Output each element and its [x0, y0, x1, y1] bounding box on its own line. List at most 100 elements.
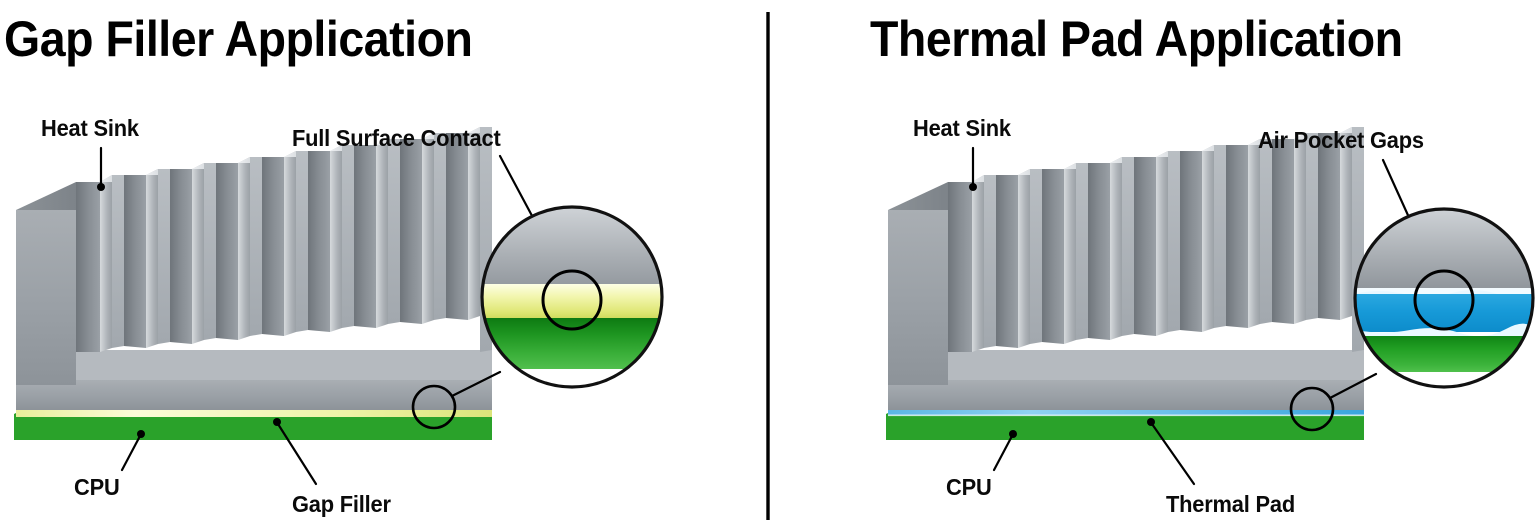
magnifier-left: [480, 205, 664, 389]
heatsink-baseplate-top: [16, 350, 492, 380]
label-cpu-left: CPU: [74, 474, 120, 500]
zoom-gap-filler-layer: [482, 284, 662, 320]
fin-face: [388, 139, 400, 324]
label-thermal-pad: Thermal Pad: [1166, 491, 1295, 517]
fin-side: [1340, 127, 1352, 320]
fin-side: [1018, 169, 1030, 348]
fin-face: [342, 145, 354, 328]
heat-sink-right: [888, 127, 1364, 385]
fin-face: [984, 175, 996, 348]
fin-side: [100, 175, 112, 352]
zoom-air-gap-upper: [1355, 288, 1533, 294]
label-air-pocket-gaps: Air Pocket Gaps: [1258, 127, 1424, 153]
fin-channel: [216, 163, 238, 340]
gap-filler-front-band: [16, 408, 492, 417]
fin-side: [284, 151, 296, 336]
fin-face: [1306, 133, 1318, 320]
heatsink-front-slab: [888, 210, 948, 385]
fin-channel: [446, 133, 468, 320]
label-cpu-right: CPU: [946, 474, 992, 500]
heatsink-baseplate-front: [16, 380, 492, 410]
heatsink-baseplate-top: [888, 350, 1364, 380]
panel-title-gap-filler: Gap Filler Application: [4, 11, 472, 67]
fin-face: [434, 133, 446, 320]
callout-connector-right: [1328, 372, 1378, 400]
leader-dot-heat-sink-left: [97, 183, 105, 191]
fin-face: [204, 163, 216, 340]
fin-side: [1294, 133, 1306, 324]
fin-side: [146, 169, 158, 348]
gap-filler-base-stack: [14, 350, 492, 440]
label-gap-filler: Gap Filler: [292, 491, 391, 517]
thermal-pad-front-band: [888, 409, 1364, 415]
fin-side: [1202, 145, 1214, 332]
leader-cpu-right: [992, 434, 1014, 472]
fin-side: [330, 145, 342, 332]
leader-thermal-pad: [1150, 422, 1196, 486]
fin-channel: [308, 151, 330, 332]
fin-channel: [1134, 157, 1156, 336]
fin-side: [238, 157, 250, 340]
leader-dot-cpu-right: [1009, 430, 1017, 438]
heatsink-fin-group: [76, 127, 492, 352]
fin-channel: [1226, 145, 1248, 328]
fin-face: [158, 169, 170, 344]
magnifier-ring-left: [480, 205, 664, 389]
magnifier-ring-right: [1353, 207, 1535, 389]
panel-thermal-pad: Thermal Pad Application: [870, 11, 1535, 517]
fin-face: [250, 157, 262, 336]
heat-sink-left: [16, 127, 492, 385]
fin-channel: [1042, 169, 1064, 344]
fin-channel: [1318, 133, 1340, 320]
fin-channel: [76, 182, 100, 352]
fin-side: [468, 127, 480, 320]
label-full-surface-contact: Full Surface Contact: [292, 125, 501, 151]
heatsink-baseplate-front: [888, 380, 1364, 410]
fin-channel: [996, 175, 1018, 348]
heatsink-front-slab: [16, 210, 76, 385]
fin-channel: [1180, 151, 1202, 332]
magnifier-focus-ring-right: [1413, 269, 1475, 331]
leader-dot-heat-sink-right: [969, 183, 977, 191]
panel-title-thermal-pad: Thermal Pad Application: [870, 11, 1403, 67]
fin-side: [422, 133, 434, 324]
fin-side: [1064, 163, 1076, 344]
zoom-thermal-pad-layer: [1355, 294, 1533, 332]
fin-channel: [124, 175, 146, 348]
leader-cpu-left: [120, 434, 142, 472]
fin-channel: [1272, 139, 1294, 324]
fin-channel: [262, 157, 284, 336]
fin-channel: [354, 145, 376, 328]
fin-face: [1214, 145, 1226, 328]
fin-channel: [400, 139, 422, 324]
air-gap-lower-line: [888, 414, 1364, 417]
fin-face: [1122, 157, 1134, 336]
fin-channel: [170, 169, 192, 344]
panel-gap-filler: Gap Filler Application: [4, 11, 664, 517]
callout-ring-left: [411, 384, 457, 430]
fin-channel: [948, 182, 972, 352]
fin-side: [1110, 157, 1122, 340]
leader-gap-filler: [276, 422, 318, 486]
fin-face: [1168, 151, 1180, 332]
thermal-pad-base-stack: [886, 350, 1364, 440]
heatsink-fin-group: [948, 127, 1364, 352]
leader-dot-thermal-pad: [1147, 418, 1155, 426]
magnifier-focus-ring-left: [541, 269, 603, 331]
fin-side: [972, 175, 984, 352]
leader-dot-gap-filler: [273, 418, 281, 426]
label-heat-sink-right: Heat Sink: [913, 115, 1012, 141]
fin-channel: [1088, 163, 1110, 340]
fin-side: [192, 163, 204, 344]
zoom-cpu-layer-left: [482, 318, 662, 370]
callout-ring-right: [1289, 386, 1335, 432]
zoom-air-gap-lower: [1355, 323, 1533, 340]
cpu-front-face: [886, 414, 1364, 440]
fin-face: [296, 151, 308, 332]
callout-connector-left: [450, 370, 502, 398]
leader-dot-cpu-left: [137, 430, 145, 438]
fin-face: [1260, 139, 1272, 324]
fin-face: [1076, 163, 1088, 340]
